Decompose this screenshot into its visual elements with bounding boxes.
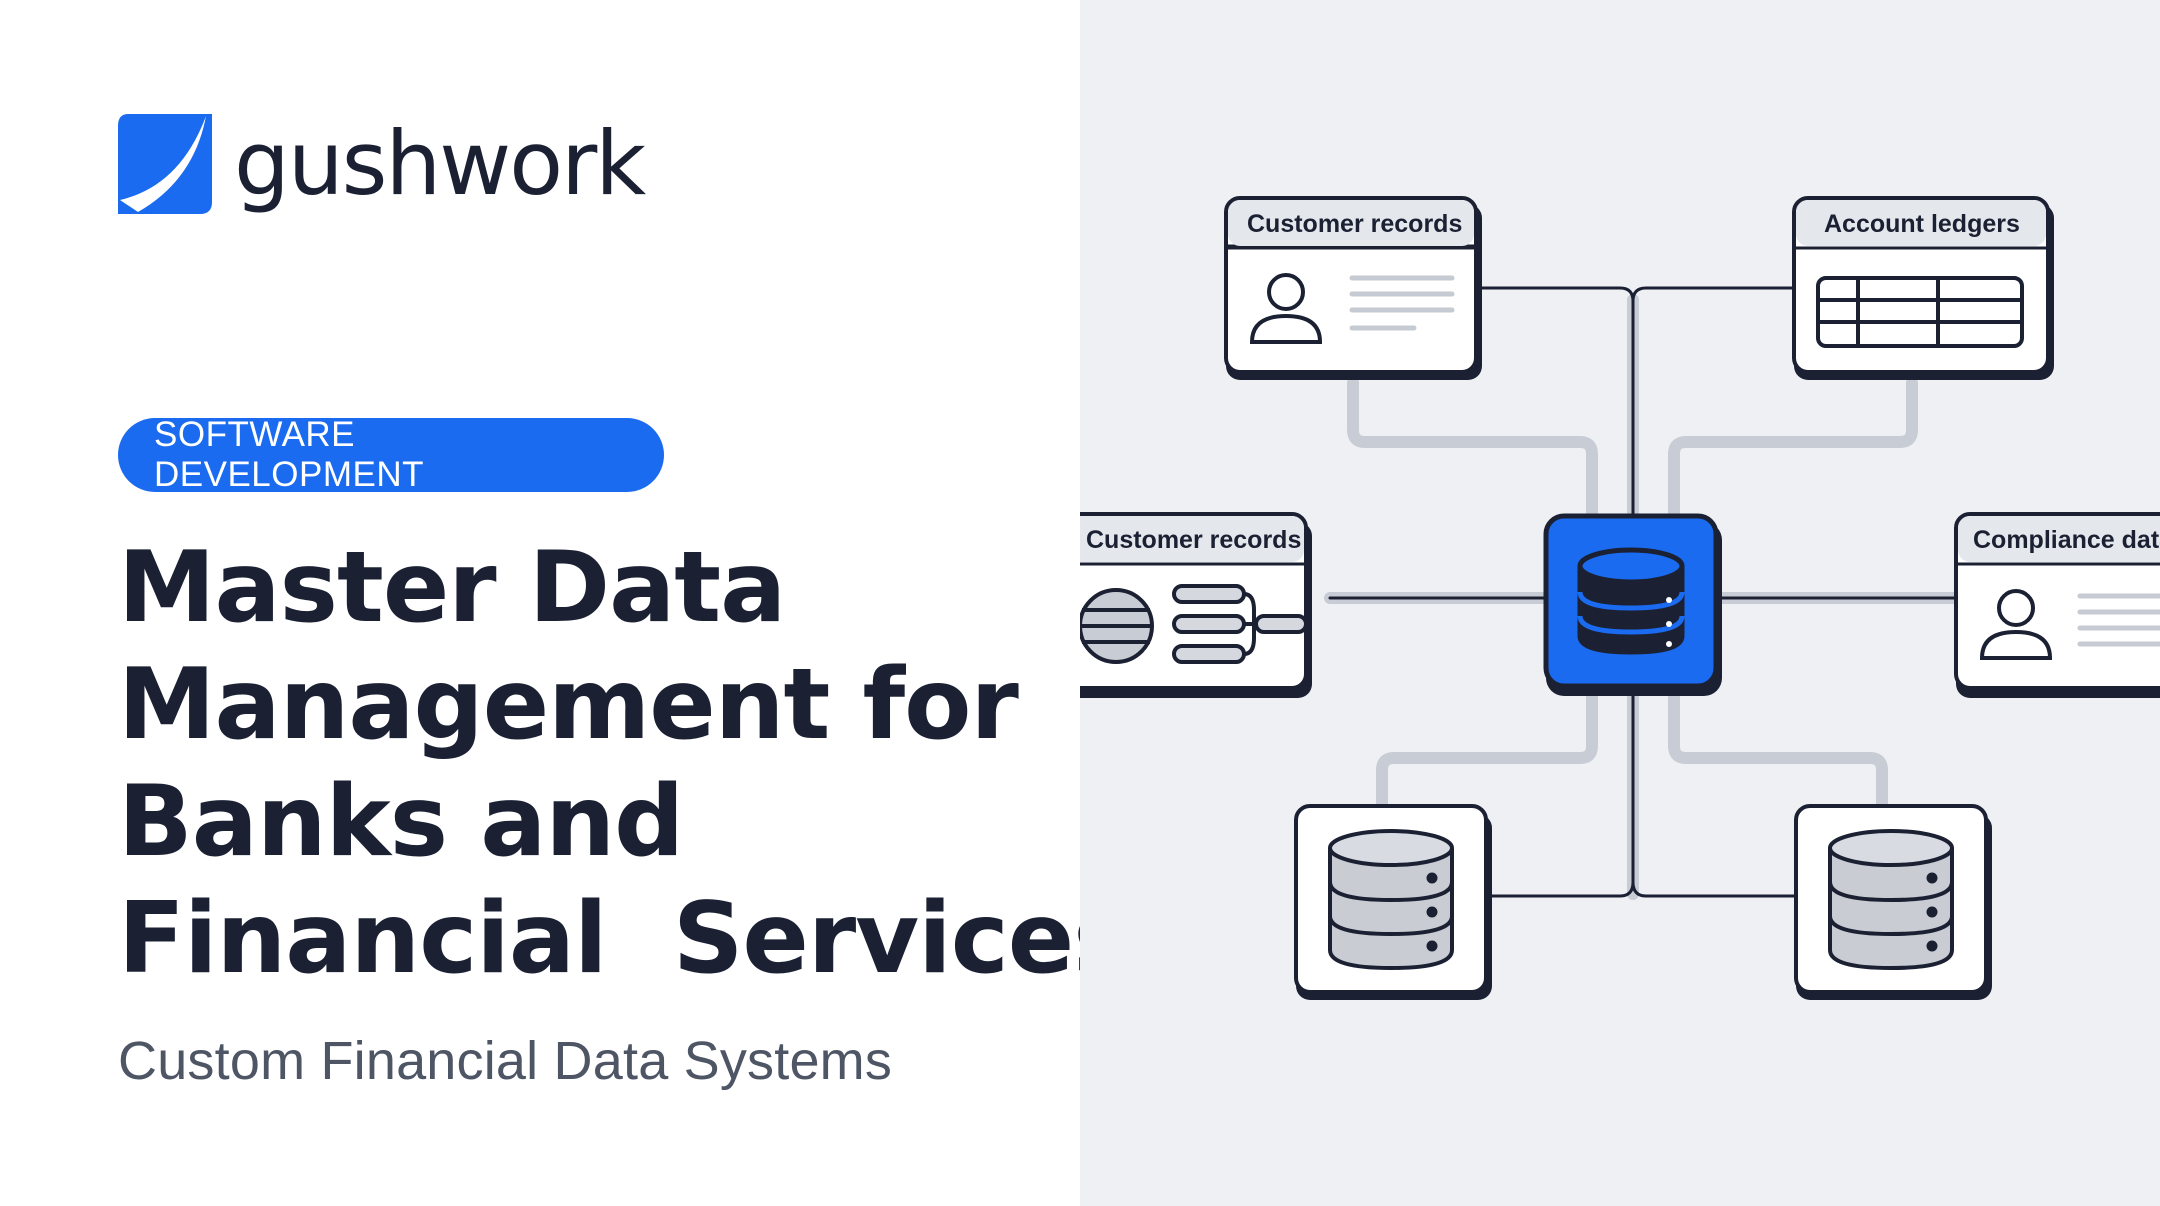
card-label: Compliance data — [1973, 526, 2160, 554]
card-label: Account ledgers — [1824, 210, 2020, 238]
text-lines — [2077, 593, 2160, 647]
page-title: Master Data Management for Banks and Fin… — [118, 530, 1132, 998]
database-icon — [1828, 829, 1954, 971]
database-icon — [1328, 829, 1454, 971]
storage-node-right[interactable] — [1794, 804, 1992, 1000]
card-customer-records-left[interactable]: Customer records — [1080, 512, 1312, 698]
card-label: Customer records — [1247, 210, 1462, 238]
card-account-ledgers[interactable]: Account ledgers — [1792, 196, 2054, 380]
database-icon — [1577, 547, 1685, 655]
card-compliance-data[interactable]: Compliance data — [1954, 512, 2160, 698]
gushwork-logo-icon — [118, 114, 212, 214]
title-line-3: Banks and — [118, 765, 684, 879]
title-line-2: Management for — [118, 648, 1019, 762]
title-line-4: Financial Services — [118, 882, 1132, 996]
title-line-1: Master Data — [118, 531, 786, 645]
text-lines — [1349, 275, 1455, 331]
data-flow-diagram: Customer records Account ledgers — [1080, 196, 2160, 1000]
user-profile-icon — [1979, 589, 2053, 660]
table-icon — [1816, 276, 2024, 348]
brand-name: gushwork — [234, 112, 646, 215]
subtitle: Custom Financial Data Systems — [118, 1031, 893, 1091]
storage-node-left[interactable] — [1294, 804, 1492, 1000]
diagram-panel: Customer records Account ledgers — [1080, 0, 2160, 1206]
brand-logo[interactable]: gushwork — [118, 112, 646, 216]
left-panel: gushwork SOFTWARE DEVELOPMENT Master Dat… — [118, 112, 1132, 1091]
central-database-hub[interactable] — [1543, 513, 1722, 696]
user-profile-icon — [1249, 273, 1323, 344]
card-label: Customer records — [1086, 526, 1301, 554]
category-badge: SOFTWARE DEVELOPMENT — [118, 415, 664, 494]
card-customer-records-top[interactable]: Customer records — [1224, 196, 1482, 380]
globe-network-icon — [1080, 584, 1308, 664]
